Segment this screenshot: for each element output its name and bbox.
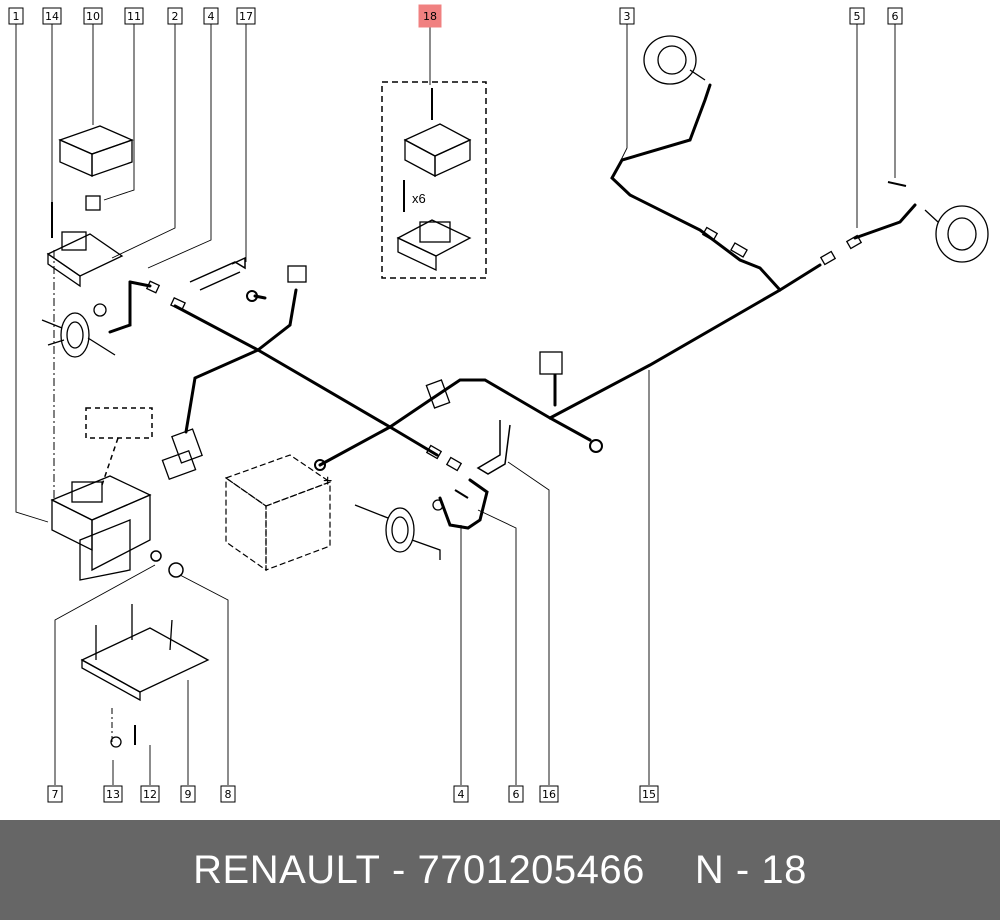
relay-box-2 (46, 231, 124, 288)
kit-quantity: x6 (412, 191, 426, 206)
callout-label: 7 (52, 788, 59, 801)
callout-label: 4 (458, 788, 465, 801)
callout-label: 11 (127, 10, 141, 23)
rear-right-hub (924, 205, 989, 263)
callout-2: 2 (167, 7, 183, 25)
option-box (85, 407, 153, 439)
callout-9: 9 (180, 785, 196, 803)
callout-4b: 4 (453, 785, 469, 803)
callout-17: 17 (236, 7, 256, 25)
callout-label: 16 (542, 788, 556, 801)
part-number: 7701205466 (417, 847, 645, 892)
bracket-16 (476, 420, 511, 475)
rear-left-hub (643, 35, 706, 85)
callout-7: 7 (47, 785, 63, 803)
callout-label: 13 (106, 788, 120, 801)
callout-13: 13 (103, 785, 123, 803)
callout-6b: 6 (508, 785, 524, 803)
footer-bar: RENAULT - 7701205466 N - 18 (0, 820, 1000, 920)
harness-connectors (145, 226, 863, 481)
callout-16: 16 (539, 785, 559, 803)
callout-label: 15 (642, 788, 656, 801)
nut-13 (110, 736, 122, 748)
separator: - (392, 847, 406, 892)
callout-4a: 4 (203, 7, 219, 25)
callout-label: 4 (208, 10, 215, 23)
battery (224, 454, 332, 572)
callout-label: 5 (854, 10, 861, 23)
bolt-6-rear (887, 181, 907, 187)
brand-name: RENAULT (193, 847, 381, 892)
callout-label: 2 (172, 10, 179, 23)
battery-polarity: + (323, 473, 332, 490)
callout-label: 12 (143, 788, 157, 801)
callout-11: 11 (124, 7, 144, 25)
callout-12: 12 (140, 785, 160, 803)
bracket-9 (80, 604, 210, 702)
callout-14: 14 (42, 7, 62, 25)
nut-7 (150, 550, 162, 562)
relay-cover-10 (58, 125, 134, 177)
callout-label: 1 (13, 10, 20, 23)
callout-18: 18 (418, 4, 442, 28)
front-left-hub (41, 303, 116, 358)
callout-label: 6 (892, 10, 899, 23)
nut-8 (168, 562, 184, 578)
callout-6a: 6 (887, 7, 903, 25)
callout-10: 10 (83, 7, 103, 25)
leader-lines (15, 24, 896, 785)
wiring-harness (108, 83, 917, 530)
callout-label: 17 (239, 10, 253, 23)
relay-11 (85, 195, 101, 211)
callout-8: 8 (220, 785, 236, 803)
abs-unit (50, 475, 152, 581)
kit-box (381, 81, 487, 279)
page-reference: N - 18 (694, 847, 807, 892)
callout-label: 3 (624, 10, 631, 23)
kit-relay-box (396, 219, 472, 272)
bolt-6-front (454, 489, 469, 499)
callout-label: 14 (45, 10, 59, 23)
callout-5: 5 (849, 7, 865, 25)
parts-diagram: + (8, 4, 989, 803)
bracket-17 (189, 256, 246, 291)
callout-label: 18 (423, 10, 437, 23)
callout-label: 6 (513, 788, 520, 801)
callout-1: 1 (8, 7, 24, 25)
callout-3: 3 (619, 7, 635, 25)
callout-label: 8 (225, 788, 232, 801)
front-right-hub (354, 499, 444, 560)
kit-cover (403, 123, 472, 178)
callout-label: 9 (185, 788, 192, 801)
callout-labels: 1 14 10 11 2 4 17 18 3 5 6 7 13 12 9 8 4 6 16 15 (8, 4, 903, 803)
callout-label: 10 (86, 10, 100, 23)
callout-15: 15 (639, 785, 659, 803)
